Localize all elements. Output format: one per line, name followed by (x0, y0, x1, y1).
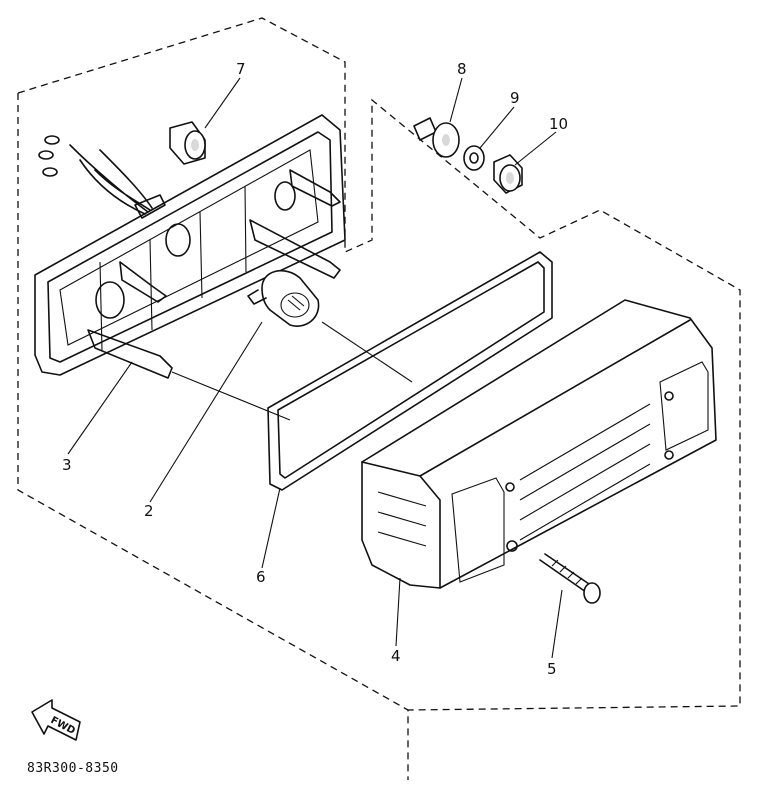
fwd-arrow: FWD (31, 699, 81, 741)
callout-9: 9 (510, 89, 520, 107)
callout-10: 10 (549, 115, 568, 133)
callout-8: 8 (457, 60, 467, 78)
callout-3: 3 (62, 456, 72, 474)
callout-2: 2 (144, 502, 154, 520)
lens-part-4 (361, 299, 717, 589)
callout-6: 6 (256, 568, 266, 586)
nut-part-10 (493, 154, 523, 194)
gasket-part-6 (267, 251, 553, 491)
tail-light-housing (34, 114, 346, 379)
callout-5: 5 (547, 660, 557, 678)
assembly-boundary-left (17, 17, 741, 780)
grommet-part-7 (169, 121, 206, 165)
reference-code: 83R300-8350 (27, 761, 119, 776)
leader-lines (67, 77, 563, 659)
bulb (247, 269, 320, 327)
collar-part-8 (413, 117, 460, 158)
callout-7: 7 (236, 60, 246, 78)
callout-4: 4 (391, 647, 401, 665)
washer-part-9 (463, 145, 485, 171)
screw-part-5 (539, 553, 601, 604)
